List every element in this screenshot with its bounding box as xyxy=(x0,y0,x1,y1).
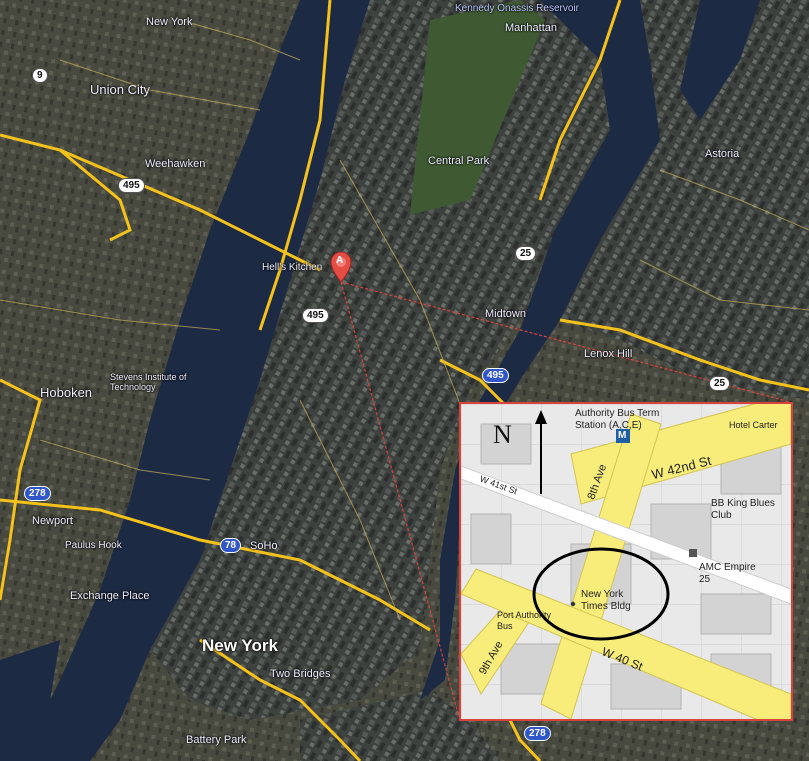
map-label: New York xyxy=(146,16,193,28)
inset-map-graphic xyxy=(461,404,791,719)
map-label: Weehawken xyxy=(145,158,206,170)
route-shield: 9 xyxy=(32,68,48,83)
harlem-river xyxy=(680,0,760,120)
map-label: Exchange Place xyxy=(70,590,150,602)
map-label: Newport xyxy=(32,515,73,527)
route-shield: 25 xyxy=(709,376,731,391)
minor-roads xyxy=(0,19,809,621)
inset-subway-m: M xyxy=(618,430,627,441)
north-arrow xyxy=(535,410,547,494)
inset-place-bus-terminal: Authority Bus Term Station (A,C,E) xyxy=(575,408,660,431)
map-label: Battery Park xyxy=(186,734,247,746)
map-label: Central Park xyxy=(428,155,490,167)
map-label: SoHo xyxy=(250,540,278,552)
map-label: Hoboken xyxy=(40,385,93,400)
inset-place-nyt: New York Times Bldg xyxy=(581,589,631,612)
route-shield: 278 xyxy=(24,486,51,501)
manhattan-island xyxy=(150,0,640,720)
hudson-river xyxy=(20,0,370,761)
map-label: Astoria xyxy=(705,148,740,160)
inset-place-amc: AMC Empire 25 xyxy=(699,562,756,585)
map-label: Hell's Kitchen xyxy=(262,262,323,273)
inset-place-hotel: Hotel Carter xyxy=(729,420,778,430)
route-shield: 495 xyxy=(482,368,509,383)
route-shield: 25 xyxy=(515,246,537,261)
map-label: Stevens Institute of Technology xyxy=(110,372,187,392)
marker-letter: A xyxy=(336,255,344,266)
brooklyn-land xyxy=(300,690,500,761)
route-shield: 78 xyxy=(220,538,242,553)
map-label: Manhattan xyxy=(505,22,557,34)
north-label: N xyxy=(493,420,512,449)
location-marker[interactable] xyxy=(330,251,352,283)
map-label: Midtown xyxy=(485,308,526,320)
map-label: Lenox Hill xyxy=(584,348,633,360)
central-park xyxy=(410,0,545,215)
map-label: Paulus Hook xyxy=(65,540,122,551)
east-river xyxy=(420,0,660,700)
map-label: New York xyxy=(202,636,278,655)
route-shield: 495 xyxy=(302,308,329,323)
map-label: Two Bridges xyxy=(270,668,331,680)
highlight-ellipse xyxy=(532,547,670,641)
map-label: Kennedy Onassis Reservoir xyxy=(455,3,579,14)
queens-land xyxy=(560,0,809,400)
inset-place-port-authority: Port Authority Bus xyxy=(497,610,552,631)
inset-place-bb-king: BB King Blues Club xyxy=(711,498,775,521)
upper-bay xyxy=(0,640,60,761)
map-label: Union City xyxy=(90,82,150,97)
route-shield: 495 xyxy=(118,178,145,193)
inset-map[interactable]: N M Authority Bus Term Station (A,C,E) W… xyxy=(459,402,793,721)
route-shield: 278 xyxy=(524,726,551,741)
